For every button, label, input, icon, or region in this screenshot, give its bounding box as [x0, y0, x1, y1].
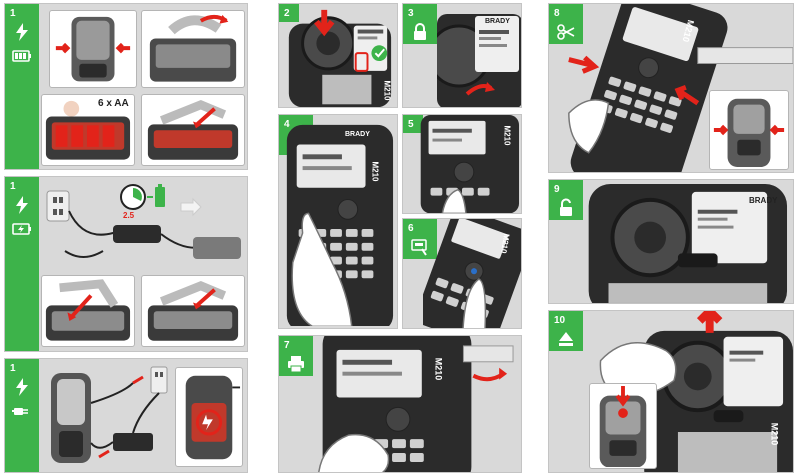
step-number: 3: [408, 8, 414, 19]
print-label-illustration: [318, 336, 514, 472]
step-sidebar: [5, 359, 39, 472]
model-label: M210: [502, 125, 512, 146]
model-label: M210: [382, 80, 392, 101]
step-3-panel: 3 BRADY: [402, 3, 522, 108]
close-cover-image: [141, 94, 245, 166]
insert-pack-image: [41, 275, 135, 347]
lightning-icon: [16, 378, 28, 396]
battery-icon: [12, 50, 31, 62]
menu-navigate-illustration: [423, 219, 521, 328]
step-2-panel: 2 M210: [278, 3, 398, 108]
charging-diagram: [46, 184, 241, 259]
step-number: 2: [284, 8, 290, 19]
step-number: 7: [284, 340, 290, 351]
step-number: 6: [408, 223, 414, 234]
step-1-batteries-panel: 1 6 x AA: [4, 3, 248, 170]
cut-label-illustration: [568, 4, 793, 172]
step-7-panel: 7 M210: [278, 335, 522, 473]
step-10-panel: 10 M210: [548, 310, 794, 473]
brand-label: BRADY: [749, 196, 778, 205]
step-4-panel: 4 BRADY M210: [278, 114, 398, 329]
insert-batteries-image: 6 x AA: [41, 94, 135, 166]
step-number: 9: [554, 184, 560, 195]
model-label: M210: [370, 161, 380, 182]
lightning-icon: [16, 196, 28, 214]
scissors-icon: [557, 24, 575, 40]
keypad-icon: [411, 239, 427, 256]
step-number: 1: [10, 363, 16, 374]
step-number: 10: [554, 315, 566, 326]
step-5-panel: 5 M210: [402, 114, 522, 214]
step-number: 1: [10, 8, 16, 19]
print-icon: [288, 356, 304, 373]
battery-door-image: [49, 10, 137, 88]
close-pack-cover-image: [141, 275, 245, 347]
step-tag: [403, 219, 437, 259]
step-number: 8: [554, 8, 560, 19]
charge-time-label: 2.5: [123, 211, 135, 220]
eject-cassette-illustration: [599, 311, 793, 472]
step-number: 4: [284, 119, 290, 130]
brand-label: BRADY: [485, 18, 510, 25]
cutter-closeup-image: [709, 90, 789, 170]
step-6-panel: 6 M210: [402, 218, 522, 329]
step-tag: [403, 115, 423, 133]
unlock-cassette-illustration: [588, 183, 788, 303]
brand-label: BRADY: [345, 131, 370, 138]
battery-count-caption: 6 x AA: [98, 98, 129, 109]
eject-icon: [559, 332, 573, 346]
lock-cassette-illustration: [437, 14, 521, 107]
step-1-charge-pack-panel: 1 2.5: [4, 176, 248, 352]
battery-charge-icon: [12, 223, 31, 235]
step-1-ac-adapter-panel: 1: [4, 358, 248, 473]
adapter-port-image: [175, 367, 243, 467]
plug-icon: [12, 408, 28, 415]
release-button-image: [589, 383, 657, 469]
adapter-diagram: [51, 366, 168, 463]
remove-cover-image: [141, 10, 245, 88]
unlock-icon: [560, 198, 572, 216]
step-tag: [279, 4, 299, 22]
step-tag: [549, 4, 583, 44]
step-9-panel: 9 BRADY: [548, 179, 794, 304]
model-label: M210: [433, 357, 444, 381]
lightning-icon: [16, 23, 28, 41]
step-number: 1: [10, 181, 16, 192]
lock-icon: [414, 23, 426, 40]
step-number: 5: [408, 119, 414, 130]
type-text-illustration: [420, 115, 520, 213]
open-cassette-illustration: [288, 9, 392, 107]
model-label: M210: [769, 422, 780, 446]
power-on-illustration: [286, 124, 394, 327]
step-8-panel: 8 M210: [548, 3, 794, 173]
